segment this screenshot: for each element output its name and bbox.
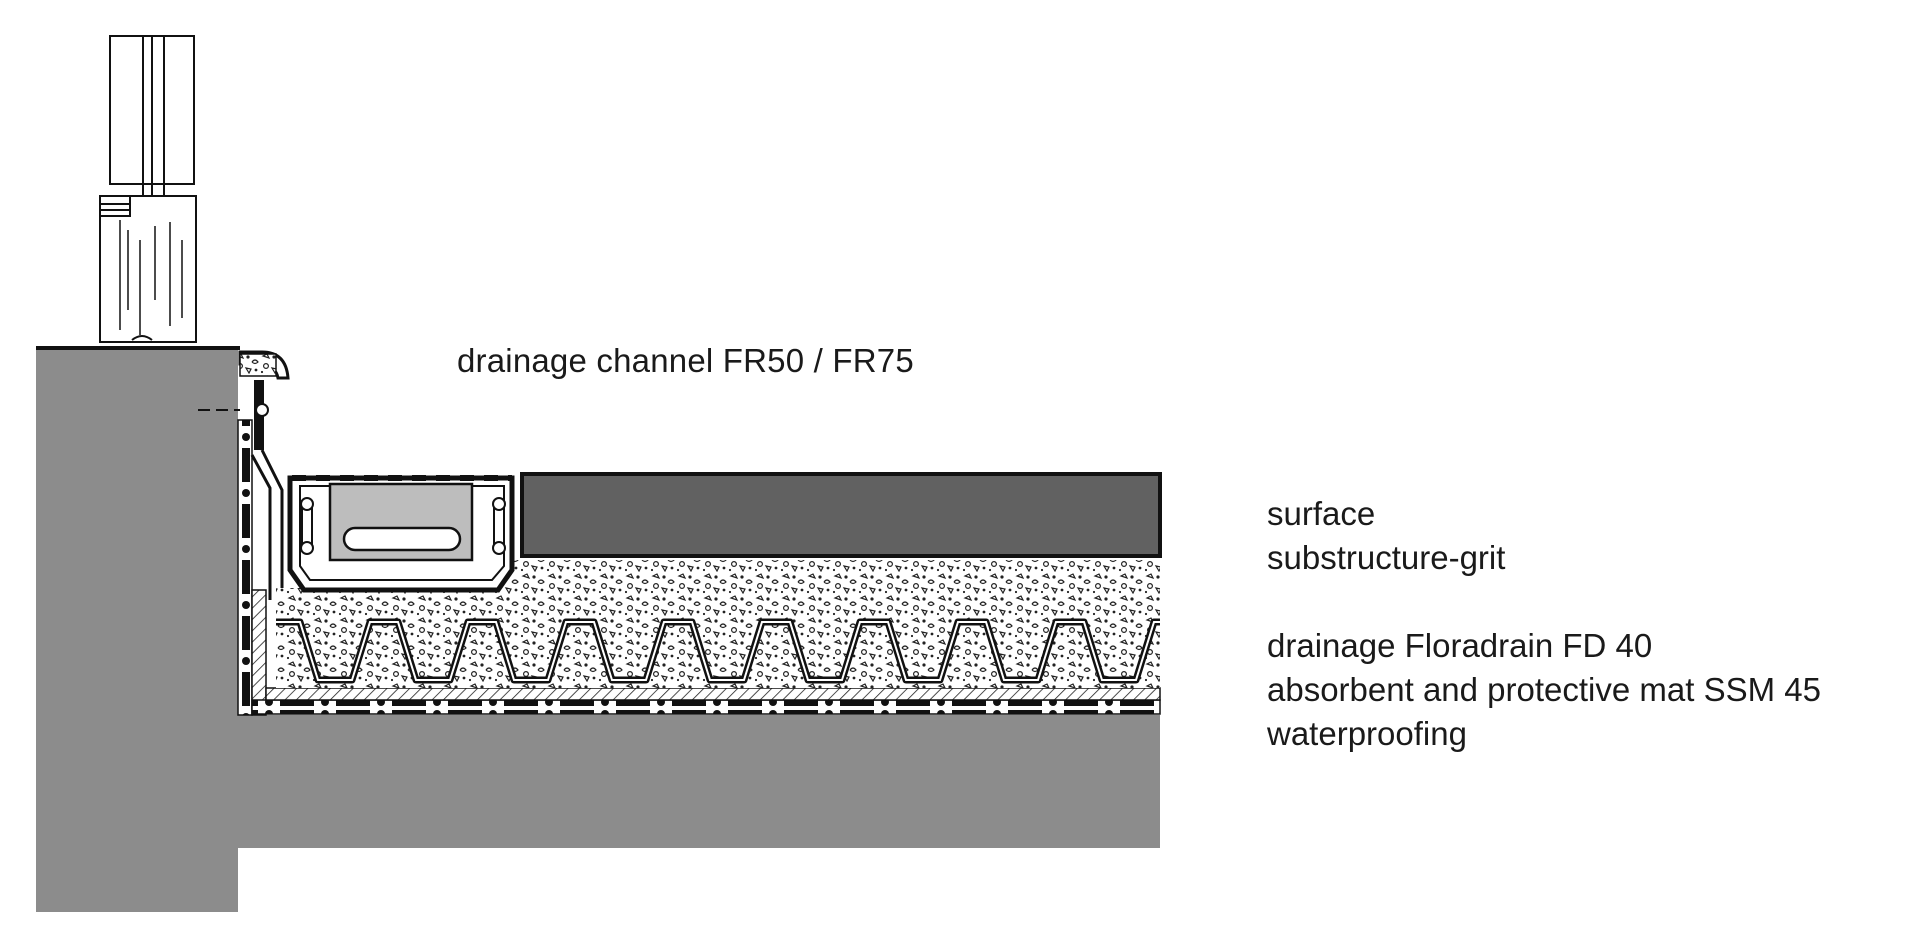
door-frame (99, 35, 197, 343)
legend-protective-mat: absorbent and protective mat SSM 45 (1267, 671, 1821, 708)
protective-mat-layer (265, 687, 1161, 701)
concrete-structure (36, 346, 1160, 912)
legend-waterproofing: waterproofing (1267, 715, 1467, 752)
legend-surface: surface (1267, 495, 1376, 532)
layer-legend: surface substructure-grit drainage Flora… (1267, 492, 1821, 756)
drainage-channel (287, 475, 515, 593)
drainage-element (276, 618, 1160, 684)
edge-flashing (198, 350, 290, 450)
legend-spacer (1267, 580, 1821, 624)
legend-substructure-grit: substructure-grit (1267, 539, 1506, 576)
surface-paving (520, 472, 1162, 558)
drainage-channel-label: drainage channel FR50 / FR75 (457, 342, 914, 379)
wall-membrane (237, 419, 284, 716)
legend-drainage: drainage Floradrain FD 40 (1267, 627, 1653, 664)
waterproofing-layer (251, 699, 1161, 715)
